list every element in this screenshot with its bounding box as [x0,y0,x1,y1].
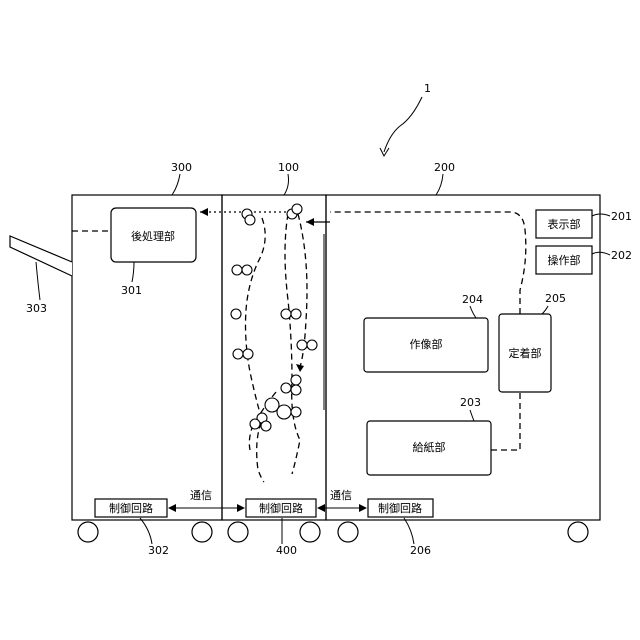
ref-fixing: 205 [545,292,566,305]
ref-post-processing: 301 [121,284,142,297]
comm-right-arrow-r [359,504,367,512]
roller [291,385,301,395]
roller [291,309,301,319]
wheel [300,522,320,542]
ref-apparatus: 1 [424,82,431,95]
display-label: 表示部 [548,217,581,231]
roller [292,204,302,214]
relay-unit-leader [284,174,289,195]
imaging-label: 作像部 [410,337,443,351]
ref-control-302: 302 [148,544,169,557]
ref-feed: 203 [460,396,481,409]
post-processing-label: 後処理部 [131,229,175,243]
roller [243,349,253,359]
comm-left-label: 通信 [190,489,212,502]
roller [233,349,243,359]
roller [261,421,271,431]
ref-control-400: 400 [276,544,297,557]
wheel [338,522,358,542]
roller [250,419,260,429]
ref-control-206: 206 [410,544,431,557]
comm-right-label: 通信 [330,489,352,502]
ref-imaging: 204 [462,293,483,306]
comm-left-arrow-r [237,504,245,512]
roller [297,340,307,350]
post-processing-leader [132,262,134,282]
control-left-label: 制御回路 [109,501,153,515]
ref-operation: 202 [611,249,632,262]
main-unit-leader [436,174,443,195]
post-unit-leader [172,174,180,195]
path-arrowhead-post [200,208,208,216]
ref-display: 201 [611,210,632,223]
output-tray-leader [36,262,40,300]
ref-relay-unit: 100 [278,161,299,174]
roller-group [231,204,317,431]
fixing-label: 定着部 [509,346,542,360]
wheel [192,522,212,542]
relay-arrowhead [296,364,304,372]
roller [281,383,291,393]
feed-label: 給紙部 [413,440,446,454]
wheel [228,522,248,542]
display-leader [592,214,610,216]
control-center-label: 制御回路 [259,501,303,515]
operation-leader [592,252,610,255]
control-right-label: 制御回路 [378,501,422,515]
imaging-leader [470,306,476,318]
paper-path-feed-to-fixing [491,392,520,450]
control-302-leader [140,518,152,544]
wheel [568,522,588,542]
roller [307,340,317,350]
apparatus-leader-line [384,97,422,152]
control-206-leader [404,518,414,544]
paper-path-fixing-to-top [330,212,526,314]
roller [242,265,252,275]
wheel [78,522,98,542]
ref-main-unit: 200 [434,161,455,174]
ref-output-tray: 303 [26,302,47,315]
operation-label: 操作部 [548,253,581,267]
ref-post-unit: 300 [171,161,192,174]
fixing-leader [542,306,548,314]
output-tray [10,236,72,276]
roller [277,405,291,419]
comm-left-arrow-l [168,504,176,512]
roller [231,309,241,319]
roller [245,215,255,225]
comm-right-arrow-l [317,504,325,512]
roller [291,375,301,385]
feed-leader [470,410,474,421]
roller [232,265,242,275]
roller [281,309,291,319]
entry-arrowhead-right [306,218,314,226]
roller [291,407,301,417]
